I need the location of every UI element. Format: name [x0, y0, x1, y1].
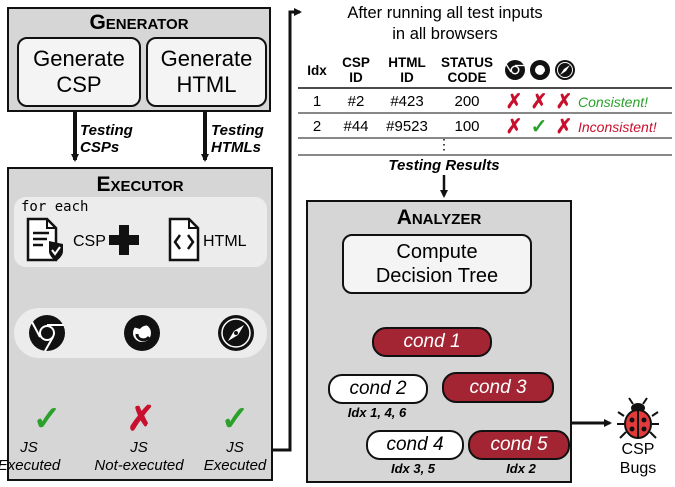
row1-mark-chrome: ✗: [505, 91, 523, 113]
cond3-node: cond 3: [442, 372, 554, 403]
chrome-icon: [29, 315, 65, 352]
row2-mark-firefox: ✓: [530, 116, 548, 138]
analyzer-title: Analyzer: [396, 206, 482, 229]
html-document-icon: [168, 217, 200, 262]
after-running-caption: After running all test inputs in all bro…: [347, 4, 543, 43]
arrow-executor-to-results: [272, 8, 302, 452]
row2-status-code: 100: [454, 118, 480, 135]
result-label-chrome: JS Executed: [0, 439, 61, 474]
generate-csp-box: Generate CSP: [17, 37, 141, 107]
cond5-idx-label: Idx 2: [506, 461, 536, 476]
row1-status-code: 200: [454, 93, 480, 110]
table-header-html-id: HTML ID: [388, 55, 426, 85]
cond5-node: cond 5: [468, 430, 570, 460]
row1-mark-firefox: ✗: [530, 91, 548, 113]
csp-label: CSP: [73, 233, 106, 250]
testing-results-label: Testing Results: [388, 157, 500, 174]
table-firefox-icon: [530, 60, 550, 80]
row2-verdict: Inconsistent!: [578, 119, 657, 135]
row1-mark-safari: ✗: [555, 91, 573, 113]
cond2-idx-label: Idx 1, 4, 6: [347, 405, 407, 420]
row1-csp-id: #2: [347, 93, 365, 110]
row2-mark-chrome: ✗: [505, 116, 523, 138]
row1-idx: 1: [312, 93, 322, 110]
table-header-csp-id: CSP ID: [342, 55, 370, 85]
table-browser-icons: [505, 60, 575, 80]
executor-panel: Executor for each CSP HTML: [0, 167, 273, 481]
cond4-idx-label: Idx 3, 5: [390, 461, 436, 476]
csp-bugs-label: CSP Bugs: [619, 441, 657, 477]
bug-icon: [617, 397, 659, 439]
cond1-node: cond 1: [372, 327, 492, 357]
firefox-icon: [124, 315, 160, 351]
plus-icon: [109, 225, 139, 255]
generator-title: Generator: [89, 11, 189, 34]
table-header-status-code: STATUS CODE: [441, 55, 493, 85]
result-mark-firefox: ✗: [126, 400, 156, 438]
result-label-safari: JS Executed: [203, 439, 267, 474]
table-ellipsis: ⋮: [437, 136, 451, 152]
testing-htmls-label: Testing HTMLs: [211, 122, 264, 156]
table-safari-icon: [555, 60, 575, 80]
result-mark-chrome: ✓: [32, 400, 62, 438]
row2-mark-safari: ✗: [555, 116, 573, 138]
row1-verdict: Consistent!: [578, 94, 649, 110]
csp-document-icon: [26, 217, 63, 262]
table-chrome-icon: [505, 60, 525, 80]
executor-title: Executor: [96, 173, 184, 196]
cond4-node: cond 4: [366, 430, 464, 460]
testing-csps-label: Testing CSPs: [80, 122, 133, 156]
table-header-idx: Idx: [307, 63, 327, 78]
row2-html-id: #9523: [386, 118, 428, 135]
html-label: HTML: [203, 233, 247, 250]
result-label-firefox: JS Not-executed: [94, 439, 184, 474]
generate-html-box: Generate HTML: [146, 37, 267, 107]
row2-csp-id: #44: [343, 118, 369, 135]
for-each-label: for each: [21, 199, 89, 215]
row2-idx: 2: [312, 118, 322, 135]
result-mark-safari: ✓: [220, 400, 250, 438]
compute-decision-tree-box: Compute Decision Tree: [342, 234, 532, 294]
generator-panel: Generator Generate CSP Generate HTML: [7, 7, 271, 112]
cond2-node: cond 2: [328, 374, 428, 404]
row1-html-id: #423: [390, 93, 424, 110]
safari-icon: [218, 315, 254, 351]
